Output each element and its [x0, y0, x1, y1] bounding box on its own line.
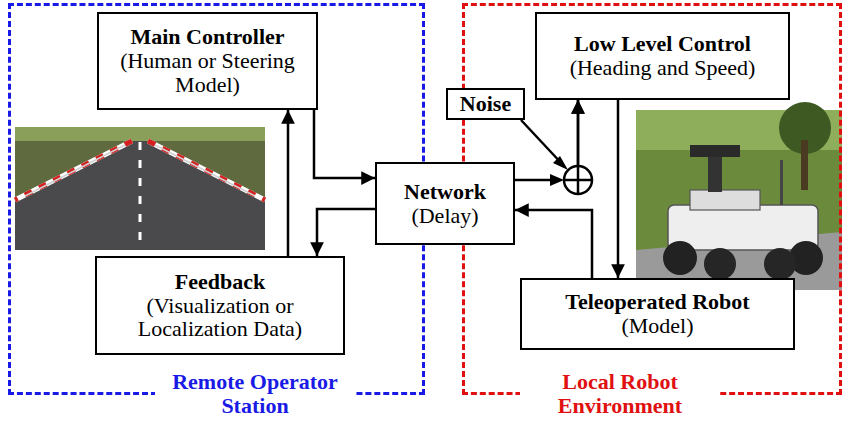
signal-arrow [521, 100, 578, 166]
summing-junction [550, 156, 592, 194]
control-box: Low Level Control(Heading and Speed) [535, 12, 790, 100]
box-title: Main Controller [130, 25, 284, 49]
operator-station-region: Remote Operator StationMain Controller(H… [8, 3, 425, 395]
region-title: Local Robot Environment [520, 370, 720, 418]
signal-arrow [617, 100, 620, 278]
signal-arrow [317, 209, 375, 256]
robot-view [636, 102, 842, 290]
box-subtitle: (Delay) [411, 204, 478, 228]
box-title: Low Level Control [574, 32, 751, 56]
signal-arrow [314, 110, 375, 178]
box-subtitle: (Visualization or Localization Data) [103, 294, 337, 342]
road-view [15, 127, 265, 250]
box-title: Feedback [175, 270, 265, 294]
robot-environment-region: Local Robot EnvironmentNoiseLow Level Co… [462, 3, 842, 395]
region-title: Remote Operator Station [155, 370, 355, 418]
noise-box: Noise [446, 88, 525, 120]
box-title: Teleoperated Robot [565, 290, 749, 314]
controller-box: Main Controller(Human or Steering Model) [97, 12, 318, 110]
signal-arrow [287, 110, 290, 256]
signal-arrow [515, 210, 592, 278]
box-title: Network [404, 180, 486, 204]
robot-box: Teleoperated Robot(Model) [520, 278, 795, 350]
feedback-box: Feedback(Visualization or Localization D… [95, 256, 345, 355]
box-subtitle: (Heading and Speed) [570, 56, 756, 80]
network-box: Network(Delay) [375, 162, 515, 245]
box-subtitle: (Human or Steering Model) [105, 49, 310, 97]
box-title: Noise [460, 92, 511, 116]
box-subtitle: (Model) [621, 314, 693, 338]
